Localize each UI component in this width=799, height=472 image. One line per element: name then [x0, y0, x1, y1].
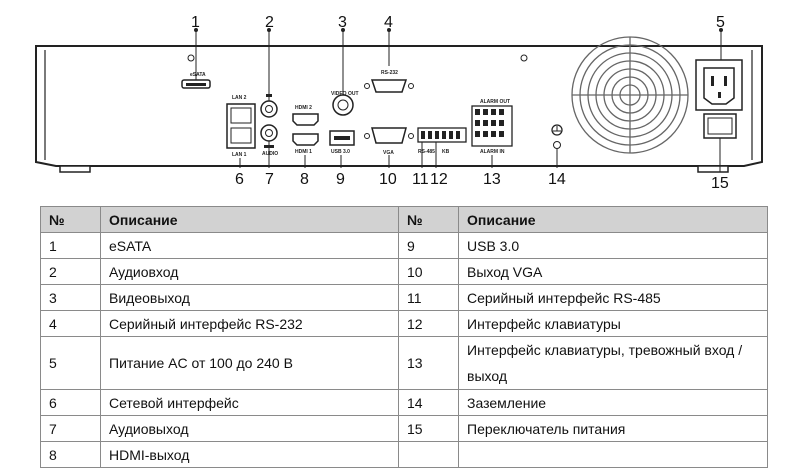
- row-description: [458, 441, 768, 468]
- table-row: 1 eSATA 9 USB 3.0: [40, 232, 768, 259]
- table-row: 7 Аудиовыход 15 Переключатель питания: [40, 415, 768, 442]
- row-description: Серийный интерфейс RS-485: [458, 284, 768, 311]
- row-number: 10: [398, 258, 459, 285]
- svg-text:LAN 2: LAN 2: [232, 95, 247, 101]
- row-number: 8: [40, 441, 101, 468]
- row-description: Аудиовход: [100, 258, 399, 285]
- row-description: Питание AC от 100 до 240 В: [100, 336, 399, 390]
- table-header-row: № Описание № Описание: [40, 206, 768, 233]
- callout-10: 10: [379, 171, 397, 188]
- table-row: 6 Сетевой интерфейс 14 Заземление: [40, 389, 768, 416]
- row-number: 14: [398, 389, 459, 416]
- callout-2: 2: [265, 14, 274, 31]
- row-description: eSATA: [100, 232, 399, 259]
- callout-5: 5: [716, 14, 725, 31]
- row-description: Серийный интерфейс RS-232: [100, 310, 399, 337]
- row-description: HDMI-выход: [100, 441, 399, 468]
- svg-text:HDMI 2: HDMI 2: [295, 105, 312, 111]
- callout-3: 3: [338, 14, 347, 31]
- table-row: 8 HDMI-выход: [40, 441, 768, 468]
- row-description: Видеовыход: [100, 284, 399, 311]
- row-number: 3: [40, 284, 101, 311]
- hdmi-ports: HDMI 2 HDMI 1: [292, 105, 319, 155]
- row-number: 4: [40, 310, 101, 337]
- svg-text:RS-485: RS-485: [418, 149, 435, 155]
- row-description: Аудиовыход: [100, 415, 399, 442]
- callout-11: 11: [412, 171, 429, 188]
- svg-text:AUDIO: AUDIO: [262, 151, 278, 157]
- row-number: 13: [398, 336, 459, 390]
- callout-4: 4: [384, 14, 393, 31]
- row-number: 5: [40, 336, 101, 390]
- row-number: 1: [40, 232, 101, 259]
- ground-terminal: [551, 124, 563, 149]
- row-number: 6: [40, 389, 101, 416]
- svg-text:HDMI 1: HDMI 1: [295, 149, 312, 155]
- callout-6: 6: [235, 171, 244, 188]
- table-row: 2 Аудиовход 10 Выход VGA: [40, 258, 768, 285]
- table-row: 5 Питание AC от 100 до 240 В 13 Интерфей…: [40, 336, 768, 390]
- row-description: USB 3.0: [458, 232, 768, 259]
- row-description: Интерфейс клавиатуры: [458, 310, 768, 337]
- header-description-right: Описание: [458, 206, 768, 233]
- row-number: 7: [40, 415, 101, 442]
- callout-1: 1: [191, 14, 200, 31]
- esata-port: eSATA: [181, 72, 211, 89]
- svg-text:RS-232: RS-232: [381, 70, 398, 76]
- svg-text:USB 3.0: USB 3.0: [331, 149, 350, 155]
- row-number: 11: [398, 284, 459, 311]
- svg-text:LAN 1: LAN 1: [232, 152, 247, 158]
- power-inlet: [695, 59, 743, 111]
- row-description: Сетевой интерфейс: [100, 389, 399, 416]
- rs232-port: RS-232: [364, 70, 414, 93]
- header-number-right: №: [398, 206, 459, 233]
- row-description: Интерфейс клавиатуры, тревожный вход / в…: [458, 336, 768, 390]
- callout-7: 7: [265, 171, 274, 188]
- usb-port: USB 3.0: [329, 130, 355, 155]
- callout-14: 14: [548, 171, 566, 188]
- table-row: 4 Серийный интерфейс RS-232 12 Интерфейс…: [40, 310, 768, 337]
- header-description-left: Описание: [100, 206, 399, 233]
- port-description-table: № Описание № Описание 1 eSATA 9 USB 3.0 …: [40, 206, 768, 468]
- vga-port: VGA: [364, 127, 414, 156]
- callout-12: 12: [430, 171, 448, 188]
- chassis: [35, 45, 763, 173]
- audio-out-port: AUDIO: [260, 124, 278, 157]
- row-description: Выход VGA: [458, 258, 768, 285]
- callout-8: 8: [300, 171, 309, 188]
- table-row: 3 Видеовыход 11 Серийный интерфейс RS-48…: [40, 284, 768, 311]
- svg-text:VGA: VGA: [383, 150, 394, 156]
- row-number: 2: [40, 258, 101, 285]
- row-number: 12: [398, 310, 459, 337]
- svg-text:ALARM OUT: ALARM OUT: [480, 99, 510, 105]
- callout-9: 9: [336, 171, 345, 188]
- nvr-rear-panel-diagram: eSATA LAN 2 LAN 1 AUDIO HDMI 2 HDMI 1 VI…: [35, 14, 763, 192]
- video-out-bnc: VIDEO OUT: [331, 91, 359, 116]
- lan-ports: LAN 2 LAN 1: [226, 95, 256, 158]
- svg-text:eSATA: eSATA: [190, 72, 206, 78]
- row-number: 9: [398, 232, 459, 259]
- row-number: [398, 441, 459, 468]
- alarm-terminals: ALARM OUT ALARM IN: [471, 99, 513, 155]
- row-description: Переключатель питания: [458, 415, 768, 442]
- svg-text:KB: KB: [442, 149, 450, 155]
- header-number-left: №: [40, 206, 101, 233]
- rs485-kb-terminals: RS-485 KB: [417, 127, 467, 155]
- svg-text:ALARM IN: ALARM IN: [480, 149, 505, 155]
- callout-15: 15: [711, 175, 729, 192]
- callout-13: 13: [483, 171, 501, 188]
- row-description: Заземление: [458, 389, 768, 416]
- row-number: 15: [398, 415, 459, 442]
- fan-grille: [571, 36, 689, 154]
- power-switch: [703, 113, 737, 139]
- callout-leader-lines: [194, 28, 723, 172]
- svg-text:VIDEO OUT: VIDEO OUT: [331, 91, 359, 97]
